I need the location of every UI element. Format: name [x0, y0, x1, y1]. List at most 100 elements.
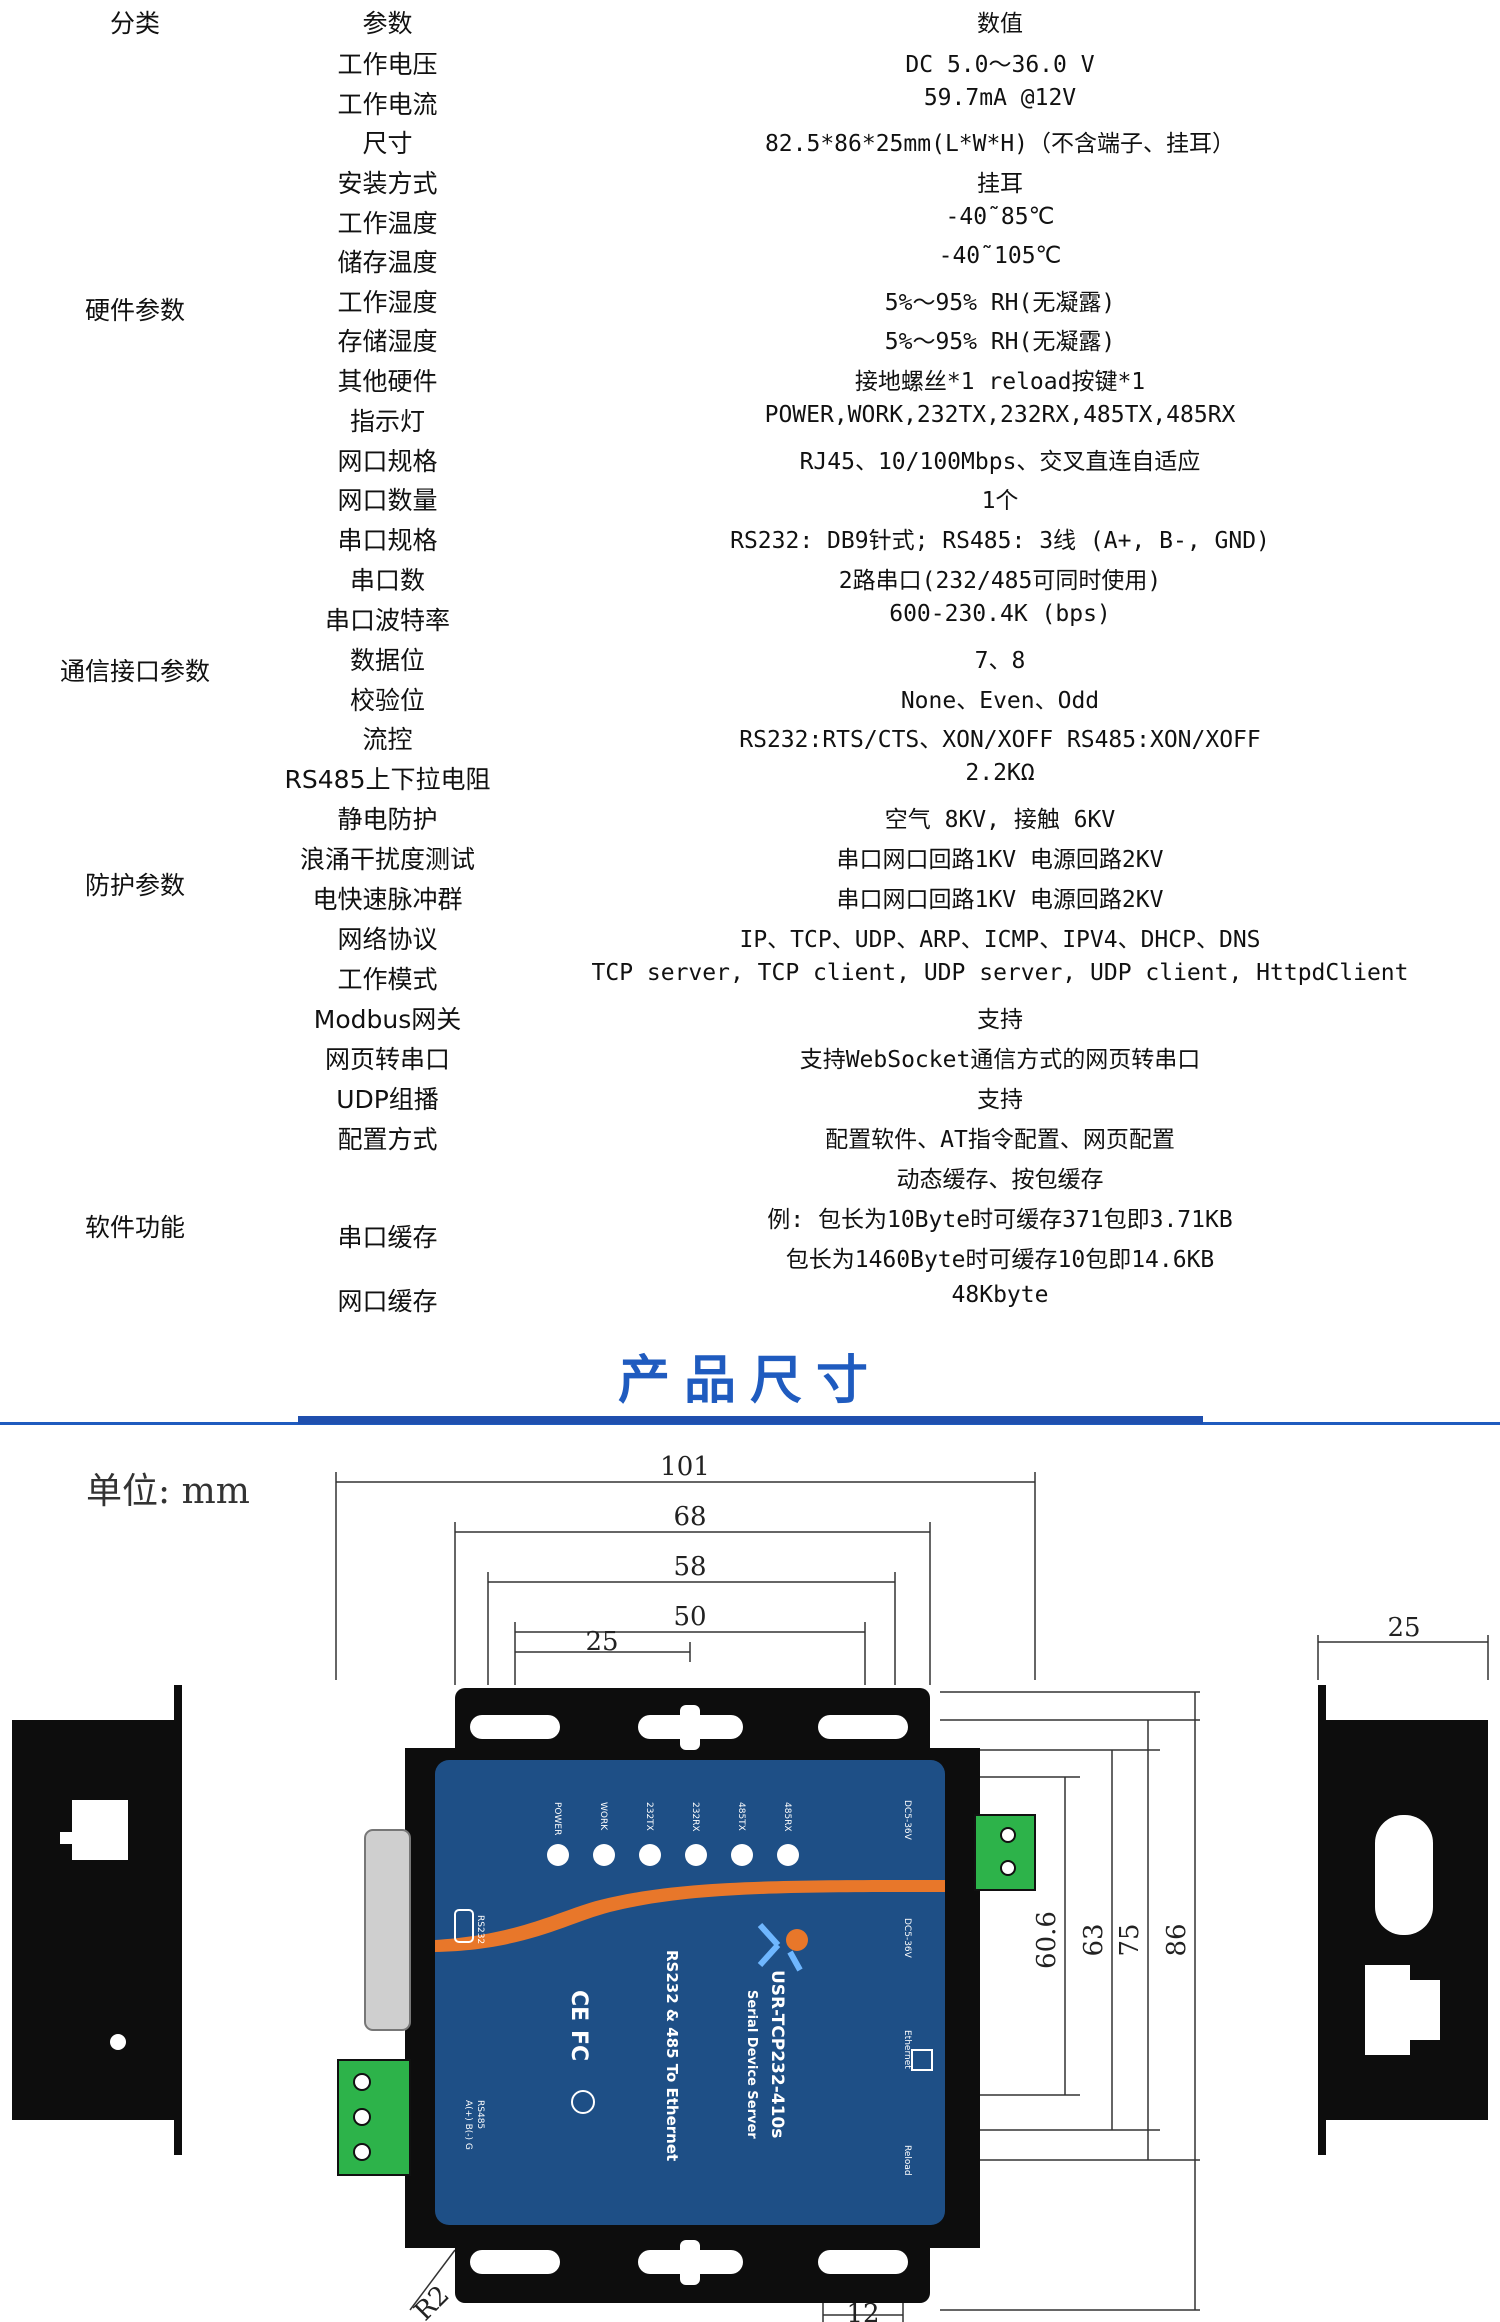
led-label-work: WORK: [598, 1802, 608, 1831]
dim-25: 25: [585, 1627, 618, 1657]
category-cell: 软件功能: [84, 1213, 185, 1242]
value-cell: DC 5.0～36.0 V: [905, 52, 1095, 78]
power-label-mid: DC5-36V: [902, 1918, 912, 1959]
value-cell: 挂耳: [977, 171, 1023, 197]
value-cell: 1个: [981, 488, 1019, 514]
led-label-232rx: 232RX: [690, 1802, 700, 1832]
reload-label: Reload: [902, 2145, 912, 2176]
value-cell: 接地螺丝*1 reload按键*1: [854, 369, 1146, 395]
dim-75: 75: [1115, 1923, 1145, 1956]
value-cell: 600-230.4K (bps): [889, 601, 1111, 627]
param-cell: 静电防护: [337, 805, 438, 834]
value-cell: 串口网口回路1KV 电源回路2KV: [836, 847, 1164, 873]
rs232-label: RS232: [475, 1915, 485, 1944]
value-cell: 2.2KΩ: [965, 760, 1035, 786]
param-cell: 浪涌干扰度测试: [299, 845, 475, 874]
model-name: USR-TCP232-410s: [767, 1970, 787, 2138]
value-cell: 支持: [977, 1087, 1023, 1113]
ethernet-icon: [911, 2049, 933, 2071]
param-cell: RS485上下拉电阻: [284, 765, 491, 794]
header-category: 分类: [109, 9, 160, 38]
param-cell: 指示灯: [349, 407, 425, 436]
left-side-view: [12, 1685, 182, 2155]
header-value: 数值: [977, 11, 1023, 37]
rs232-port-icon: [454, 1909, 474, 1943]
value-cell: RS232: DB9针式; RS485: 3线 (A+, B-, GND): [730, 528, 1270, 554]
dim-86: 86: [1162, 1923, 1192, 1956]
led-label-485rx: 485RX: [782, 1802, 792, 1832]
section-title: 产品尺寸: [617, 1351, 882, 1411]
value-cell: None、Even、Odd: [900, 688, 1100, 714]
param-cell: 网口缓存: [337, 1287, 438, 1316]
right-side-view: 25: [1317, 1613, 1489, 2155]
value-cell: 48Kbyte: [951, 1282, 1049, 1308]
param-cell: 网口数量: [337, 486, 438, 515]
led-label-485tx: 485TX: [736, 1802, 746, 1831]
front-view: 101 68 58 50 25 60.6 63 75 86 12 R2: [335, 1452, 1200, 2322]
brand-logo-icon: [757, 1922, 803, 1972]
value-cell: POWER,WORK,232TX,232RX,485TX,485RX: [764, 402, 1236, 428]
param-cell: 工作模式: [337, 965, 438, 994]
main-label: RS232 & 485 To Ethernet: [663, 1950, 681, 2161]
value-cell: 配置软件、AT指令配置、网页配置: [825, 1127, 1175, 1153]
value-cell: -40˜85℃: [945, 204, 1055, 230]
category-cell: 硬件参数: [84, 296, 185, 325]
dim-101: 101: [660, 1452, 710, 1482]
param-cell: 串口规格: [337, 526, 438, 555]
category-cell: 通信接口参数: [59, 657, 210, 686]
dim-60-6: 60.6: [1032, 1911, 1062, 1969]
value-cell: IP、TCP、UDP、ARP、ICMP、IPV4、DHCP、DNS: [739, 927, 1261, 953]
value-cell: RS232:RTS/CTS、XON/XOFF RS485:XON/XOFF: [739, 727, 1261, 753]
ethernet-label: Ethernet: [902, 2030, 912, 2069]
rs485-pins: A(+) B(-) G: [463, 2100, 473, 2150]
dim-68: 68: [673, 1502, 706, 1532]
spec-table: 分类 参数 数值工作电压 DC 5.0～36.0 V 工作电流 59.7mA @12V 尺寸…: [59, 9, 1409, 1316]
dim-58: 58: [673, 1552, 706, 1582]
recycle-icon: [571, 2090, 595, 2114]
param-cell: 网络协议: [337, 925, 438, 954]
value-cell: 5%～95% RH(无凝露): [884, 290, 1116, 316]
brand-logo-dot: [786, 1929, 808, 1951]
value-cell: 空气 8KV, 接触 6KV: [884, 807, 1116, 833]
dim-radius: R2: [409, 2280, 456, 2322]
param-cell: 串口波特率: [324, 606, 450, 635]
led-label-232tx: 232TX: [644, 1802, 654, 1831]
param-cell: 尺寸: [362, 129, 413, 158]
fc-mark: FC: [566, 2030, 591, 2061]
param-cell: 网口规格: [337, 447, 438, 476]
model-subtitle: Serial Device Server: [744, 1990, 759, 2139]
header-param: 参数: [362, 9, 413, 38]
param-cell: 存储湿度: [337, 327, 438, 356]
dim-12: 12: [846, 2299, 879, 2322]
param-cell: 工作湿度: [337, 288, 438, 317]
param-cell: 其他硬件: [337, 367, 438, 396]
value-cell: 5%～95% RH(无凝露): [884, 329, 1116, 355]
param-cell: UDP组播: [336, 1085, 439, 1114]
param-cell: 配置方式: [337, 1125, 438, 1154]
value-cell: 2路串口(232/485可同时使用): [838, 568, 1162, 594]
value-cell: 7、8: [974, 648, 1026, 674]
dim-63: 63: [1079, 1923, 1109, 1956]
param-cell: 串口数: [349, 566, 425, 595]
param-cell: Modbus网关: [313, 1005, 462, 1034]
title-underline-accent: [298, 1416, 1203, 1424]
value-cell: TCP server, TCP client, UDP server, UDP …: [591, 960, 1409, 986]
dimension-drawing: 25: [12, 1452, 1489, 2322]
unit-label: 单位: mm: [86, 1471, 250, 1512]
ce-mark: CE: [566, 1990, 591, 2021]
param-cell: 工作电流: [337, 90, 438, 119]
led-label-power: POWER: [552, 1802, 562, 1835]
param-cell: 工作电压: [337, 50, 438, 79]
param-cell: 数据位: [349, 646, 425, 675]
dim-50: 50: [673, 1602, 706, 1632]
param-cell: 校验位: [349, 686, 425, 715]
value-cell: 串口网口回路1KV 电源回路2KV: [836, 887, 1164, 913]
value-cell: 例: 包长为10Byte时可缓存371包即3.71KB: [767, 1207, 1233, 1233]
value-cell: 支持: [977, 1007, 1023, 1033]
value-cell: 59.7mA @12V: [923, 85, 1077, 111]
param-cell: 工作温度: [337, 209, 438, 238]
value-cell: 82.5*86*25mm(L*W*H)（不含端子、挂耳）: [764, 131, 1236, 157]
value-cell: 包长为1460Byte时可缓存10包即14.6KB: [785, 1247, 1215, 1273]
power-label-top: DC5-36V: [902, 1800, 912, 1841]
param-cell: 网页转串口: [324, 1045, 450, 1074]
